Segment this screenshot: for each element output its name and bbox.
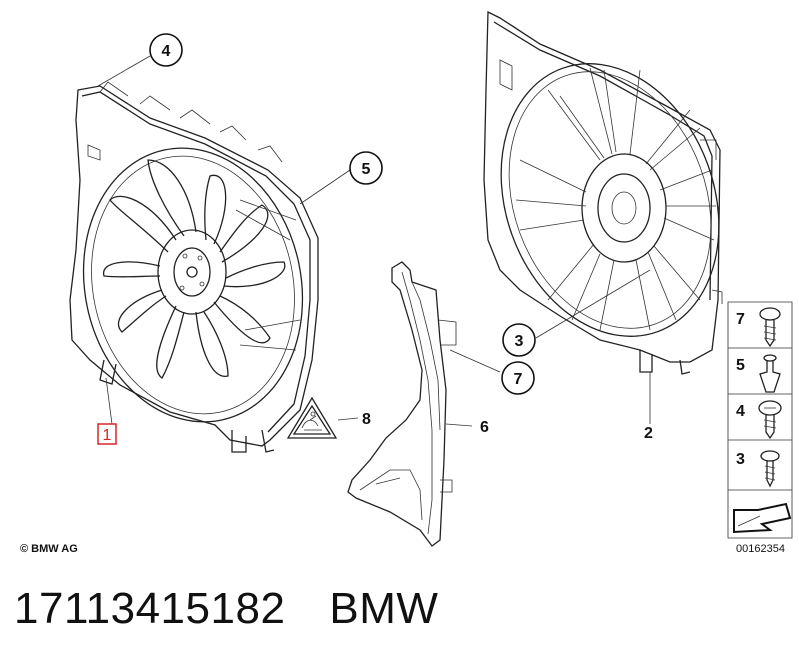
- fan-shroud-assembly-part-1: [69, 81, 319, 453]
- diagram-number: 00162354: [736, 543, 785, 555]
- highlighted-part-label[interactable]: 1: [97, 423, 117, 445]
- diagram-arrow-icon: [733, 502, 792, 534]
- legend-label-4: 4: [736, 403, 745, 420]
- screw-3-icon: [760, 450, 780, 488]
- callout-label-4: 4: [162, 43, 171, 60]
- leader-lines: [97, 55, 651, 427]
- callout-7: 7: [501, 361, 535, 395]
- callout-5: 5: [349, 151, 383, 185]
- exploded-parts-diagram: 4 5 3 7 8 6 2 1 7 5 4 3 © BMW AG 0016235…: [20, 10, 793, 555]
- callout-label-3: 3: [515, 333, 524, 350]
- screw-4-icon: [758, 400, 782, 440]
- warning-label-part-8: [286, 396, 338, 439]
- copyright-text: © BMW AG: [20, 543, 78, 555]
- callout-3: 3: [502, 323, 536, 357]
- part-number: 17113415182: [14, 584, 286, 633]
- callout-label-7: 7: [514, 371, 523, 388]
- brand-name: BMW: [329, 584, 439, 633]
- legend-label-5: 5: [736, 357, 745, 374]
- label-8: 8: [362, 411, 371, 428]
- label-2: 2: [644, 425, 653, 442]
- legend-label-7: 7: [736, 311, 745, 328]
- hardware-legend: [727, 301, 793, 539]
- label-1: 1: [103, 427, 112, 444]
- label-6: 6: [480, 419, 489, 436]
- bracket-part-6: [347, 261, 457, 547]
- clip-5-icon: [759, 354, 781, 393]
- screw-7-icon: [759, 307, 781, 348]
- part-footer: 17113415182 BMW: [14, 584, 438, 644]
- callout-4: 4: [149, 33, 183, 67]
- legend-label-3: 3: [736, 451, 745, 468]
- callout-label-5: 5: [362, 161, 371, 178]
- fan-shroud-rear-part-2: [483, 10, 723, 375]
